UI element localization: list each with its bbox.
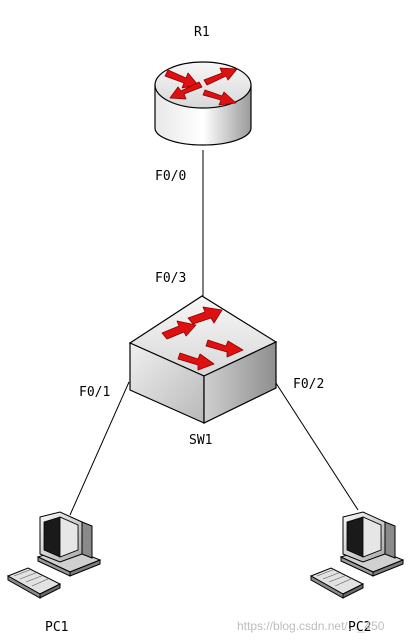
port-label-sw1-f03: F0/3 <box>155 271 187 286</box>
switch-arrows <box>161 306 244 371</box>
switch-label: SW1 <box>189 433 213 448</box>
switch-icon[interactable] <box>128 295 278 424</box>
router-icon[interactable] <box>154 61 252 146</box>
pc1-label: PC1 <box>45 620 69 635</box>
port-label-r1-f00: F0/0 <box>155 169 187 184</box>
router-arrows <box>164 67 238 106</box>
router-label: R1 <box>194 25 210 40</box>
pc-icon[interactable] <box>309 511 405 599</box>
link-sw1-pc1 <box>69 381 130 516</box>
pc2-label: PC2 <box>348 620 372 635</box>
port-label-sw1-f01: F0/1 <box>79 385 111 400</box>
watermark: https://blog.csdn.net/..._450 <box>237 619 385 633</box>
port-label-sw1-f02: F0/2 <box>293 377 325 392</box>
links <box>69 150 359 516</box>
pc-icon[interactable] <box>6 511 102 599</box>
link-sw1-pc2 <box>273 379 359 511</box>
